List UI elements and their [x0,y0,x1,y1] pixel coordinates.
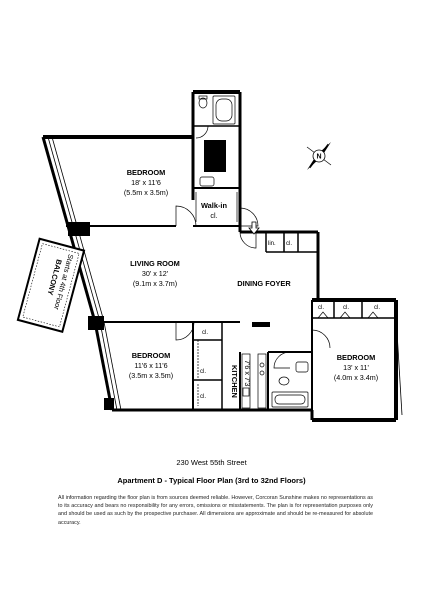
doors [175,125,379,369]
closet-label-c: cl. [200,394,206,400]
toilet-top [198,97,208,109]
closet-label-r2: cl. [343,305,349,311]
bedroom-r-m: (4.0m x 3.4m) [334,373,378,382]
bathtub-top-inner [215,98,233,122]
living-m: (9.1m x 3.7m) [133,279,177,288]
bedroom-top-ft: 18' x 11'6 [131,178,161,187]
kitchen-counter-left [241,353,251,409]
walkin-sub: cl. [210,211,217,220]
closet-fold-2 [339,311,351,319]
building-address: 230 West 55th Street [176,458,247,467]
sink-lower [295,361,309,373]
window-right-bedroom [395,314,403,416]
stove-burner-2 [259,370,265,376]
stove-burner-1 [259,362,265,368]
dining-name: DINING FOYER [237,279,291,288]
door-topbed [175,205,197,227]
bedroom-top-name: BEDROOM [127,168,166,177]
compass: N [306,142,332,170]
bathtub-top [212,95,236,125]
column-bottom-left [104,398,114,410]
kitchen-name: KITCHEN [230,365,239,398]
bedroom-bl-m: (3.5m x 3.5m) [129,371,173,380]
bedroom-r-ft: 13' x 11' [343,363,369,372]
door-walkin [239,207,259,227]
window-bl-bedroom [99,321,118,411]
column-left-mid [68,222,90,236]
plan-subtitle: Apartment D - Typical Floor Plan (3rd to… [117,476,306,485]
balcony-outline [16,237,86,334]
window-bl-bedroom-2 [103,321,122,411]
door-bl-bedroom [175,321,195,341]
column-dining [252,322,270,327]
bathtub-lower [271,391,309,408]
balcony-railing [22,243,80,328]
door-bath-top [195,125,209,139]
entry-arrow [248,221,260,235]
disclaimer-text: All information regarding the floor plan… [58,495,373,526]
bathtub-lower-inner [274,394,306,405]
living-ft: 30' x 12' [142,269,169,278]
closet-label-r1: cl. [318,305,324,311]
chase-shaft [204,140,226,172]
bedroom-r-name: BEDROOM [337,353,376,362]
interior-walls [66,125,396,410]
outer-wall-left-lower [93,321,114,411]
closet-label-r3: cl. [374,305,380,311]
walkin-name: Walk-in [201,201,227,210]
toilet-lower [278,376,290,386]
entry-arrow-icon [248,221,260,235]
door-right-bedroom [311,329,331,349]
balcony: BALCONY Starts at 4th Floor [16,237,86,334]
bedroom-top-m: (5.5m x 3.5m) [124,188,168,197]
kitchen-ft: 7'6 x 7'3 [243,360,252,386]
closet-label-b: cl. [200,369,206,375]
closet-labels: lin. cl. cl. cl. cl. cl. cl. cl. [200,241,380,400]
room-labels: BEDROOM 18' x 11'6 (5.5m x 3.5m) Walk-in… [124,168,378,398]
kitchen-sink [242,387,250,397]
closet-label-a: cl. [202,330,208,336]
door-entry [239,231,257,249]
living-name: LIVING ROOM [130,259,180,268]
toilet-top-tank [198,95,208,100]
compass-label: N [316,154,321,161]
door-bath-lower [273,351,291,369]
compass-ring [312,149,326,163]
closet-fold-1 [317,311,329,319]
lin-label: lin. [268,241,276,247]
closet-fold-3 [367,311,379,319]
closet-label-lin2: cl. [286,241,292,247]
sink-top [199,176,215,187]
bedroom-bl-ft: 11'6 x 11'6 [134,361,167,370]
fixtures [195,95,309,409]
bedroom-bl-name: BEDROOM [132,351,171,360]
kitchen-counter-right [257,353,267,409]
